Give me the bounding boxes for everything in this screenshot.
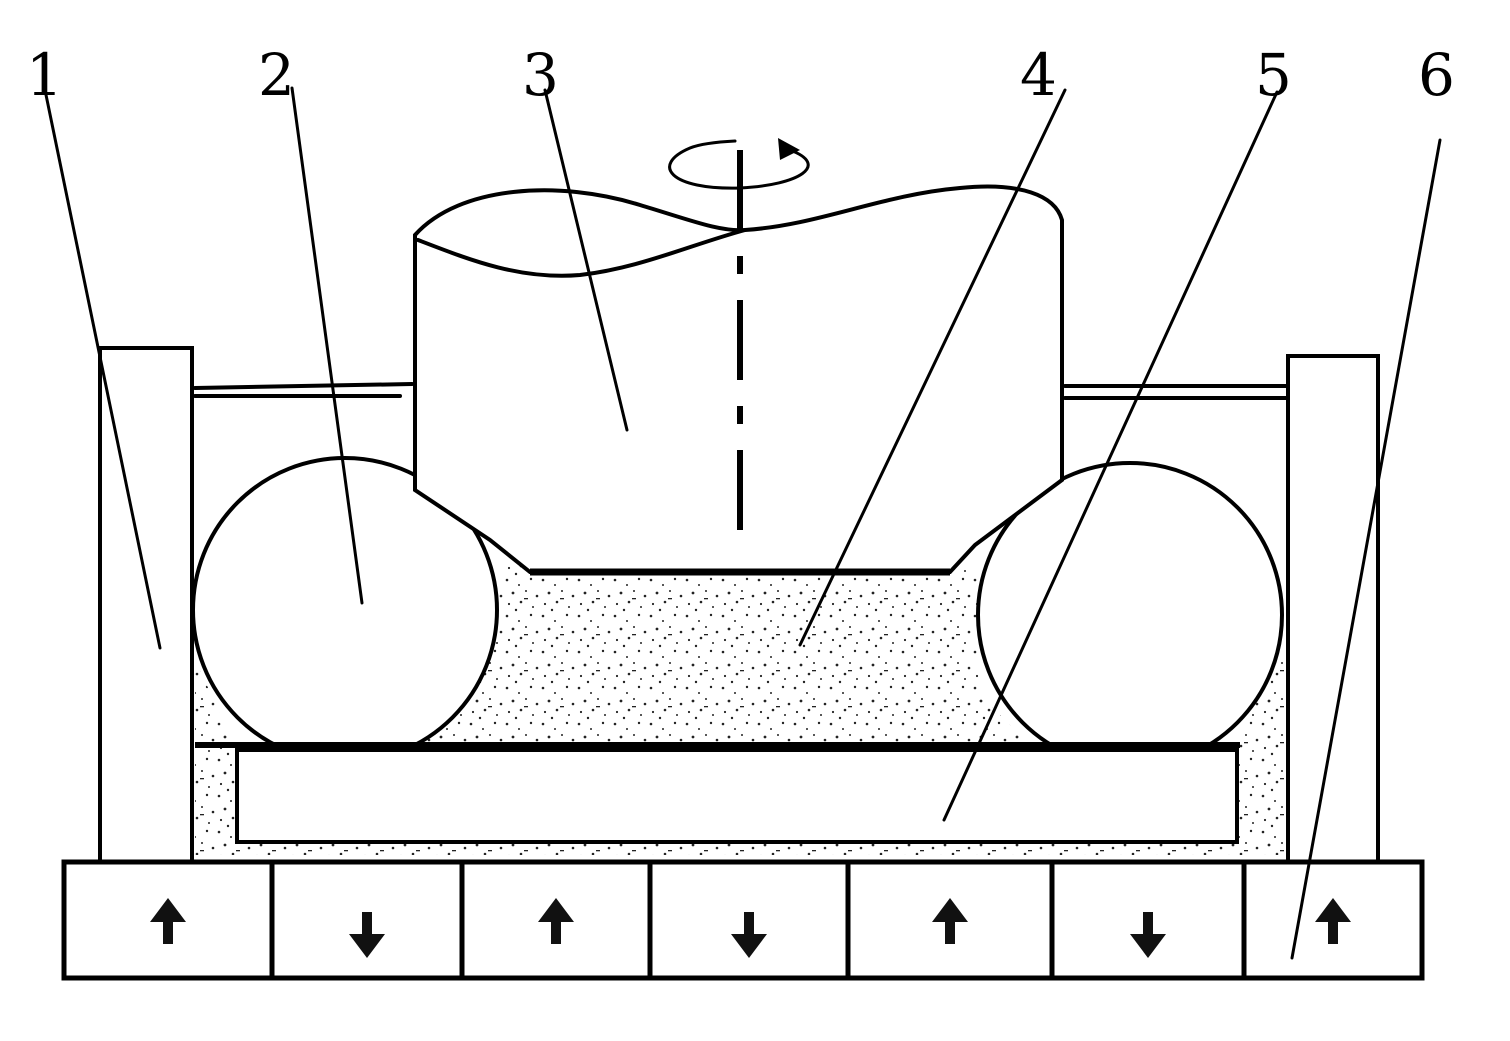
label-1: 1 [26,41,63,109]
leader-line-3 [543,88,629,432]
arrow-down-icon [349,912,385,958]
leader-line-2 [290,86,364,605]
label-4: 4 [1020,41,1057,109]
arrow-up-icon [538,898,574,944]
rotation-arrowhead-icon [778,138,800,160]
right-container-wall [1286,354,1380,860]
label-3: 3 [522,41,559,109]
leader-line-6 [1290,138,1442,960]
label-5: 5 [1255,41,1292,109]
left-fixture-bar-top [193,382,414,390]
arrow-down-icon [731,912,767,958]
leader-line-4 [798,88,1067,647]
backing-plate [235,748,1239,844]
leader-line-5 [942,90,1279,822]
label-6: 6 [1418,41,1455,109]
abrasive-medium-central [360,565,1030,745]
arrow-up-icon [932,898,968,944]
workpiece-top-wave [416,228,747,278]
magnet-array [61,859,1425,981]
rotation-arrow-icon [668,139,810,190]
arrow-down-icon [1130,912,1166,958]
arrow-up-icon [150,898,186,944]
arrow-up-icon [1315,898,1351,944]
leader-line-1 [43,88,162,650]
label-2: 2 [258,41,295,109]
